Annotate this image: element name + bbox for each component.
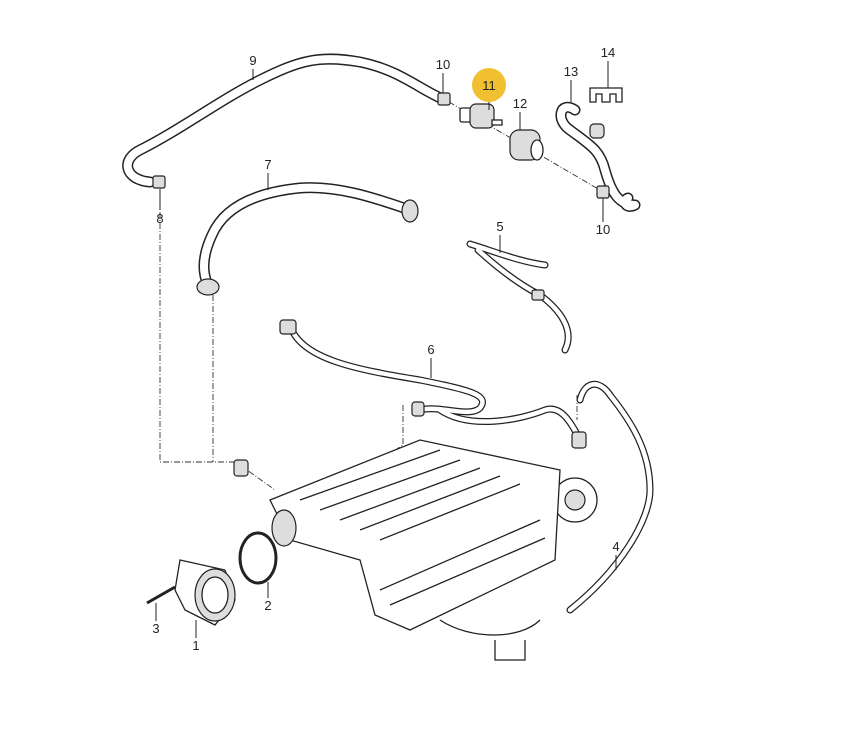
valve-11: [459, 103, 503, 129]
svg-text:10: 10: [596, 222, 610, 237]
callout-5: 5: [496, 219, 504, 253]
hose-6: [279, 319, 587, 449]
svg-text:1: 1: [192, 638, 199, 653]
svg-text:6: 6: [427, 342, 434, 357]
grommet-12: [509, 129, 544, 161]
callout-9: 9: [249, 53, 257, 80]
callout-11-highlighted[interactable]: 11: [472, 68, 506, 110]
hose-13: [555, 102, 641, 212]
svg-text:3: 3: [152, 621, 159, 636]
callout-2: 2: [264, 582, 272, 613]
svg-text:9: 9: [249, 53, 256, 68]
hose-9: [122, 53, 451, 188]
hose-5: [466, 240, 572, 354]
svg-text:11: 11: [482, 78, 496, 93]
callout-12: 12: [513, 96, 527, 130]
clip-14: [589, 87, 623, 103]
svg-text:8: 8: [156, 211, 163, 226]
callout-4: 4: [612, 539, 620, 570]
callout-14: 14: [601, 45, 615, 88]
svg-text:7: 7: [264, 157, 271, 172]
callout-3: 3: [152, 603, 160, 636]
bolt-3: [146, 585, 176, 605]
clamp-10-lower: [596, 185, 610, 199]
svg-text:12: 12: [513, 96, 527, 111]
svg-text:2: 2: [264, 598, 271, 613]
svg-text:14: 14: [601, 45, 615, 60]
callout-7: 7: [264, 157, 272, 190]
svg-text:13: 13: [564, 64, 578, 79]
vacuum-pump: [552, 477, 598, 523]
svg-text:5: 5: [496, 219, 503, 234]
highlight-badge: [472, 68, 506, 102]
callout-13: 13: [564, 64, 578, 102]
callout-6: 6: [427, 342, 435, 378]
svg-text:4: 4: [612, 539, 619, 554]
clamp-10-top: [437, 92, 451, 106]
callout-8: 8: [156, 189, 164, 226]
gasket-2: [238, 531, 278, 585]
hose-7: [196, 182, 419, 296]
intake-manifold: [269, 439, 561, 661]
hose-4: [566, 380, 654, 614]
callout-10-top: 10: [436, 57, 450, 93]
callout-1: 1: [192, 620, 200, 653]
sensor: [233, 459, 249, 477]
clamp-8: [152, 175, 166, 189]
callout-10-lower: 10: [596, 198, 610, 237]
throttle-body-1: [174, 559, 236, 626]
svg-text:10: 10: [436, 57, 450, 72]
